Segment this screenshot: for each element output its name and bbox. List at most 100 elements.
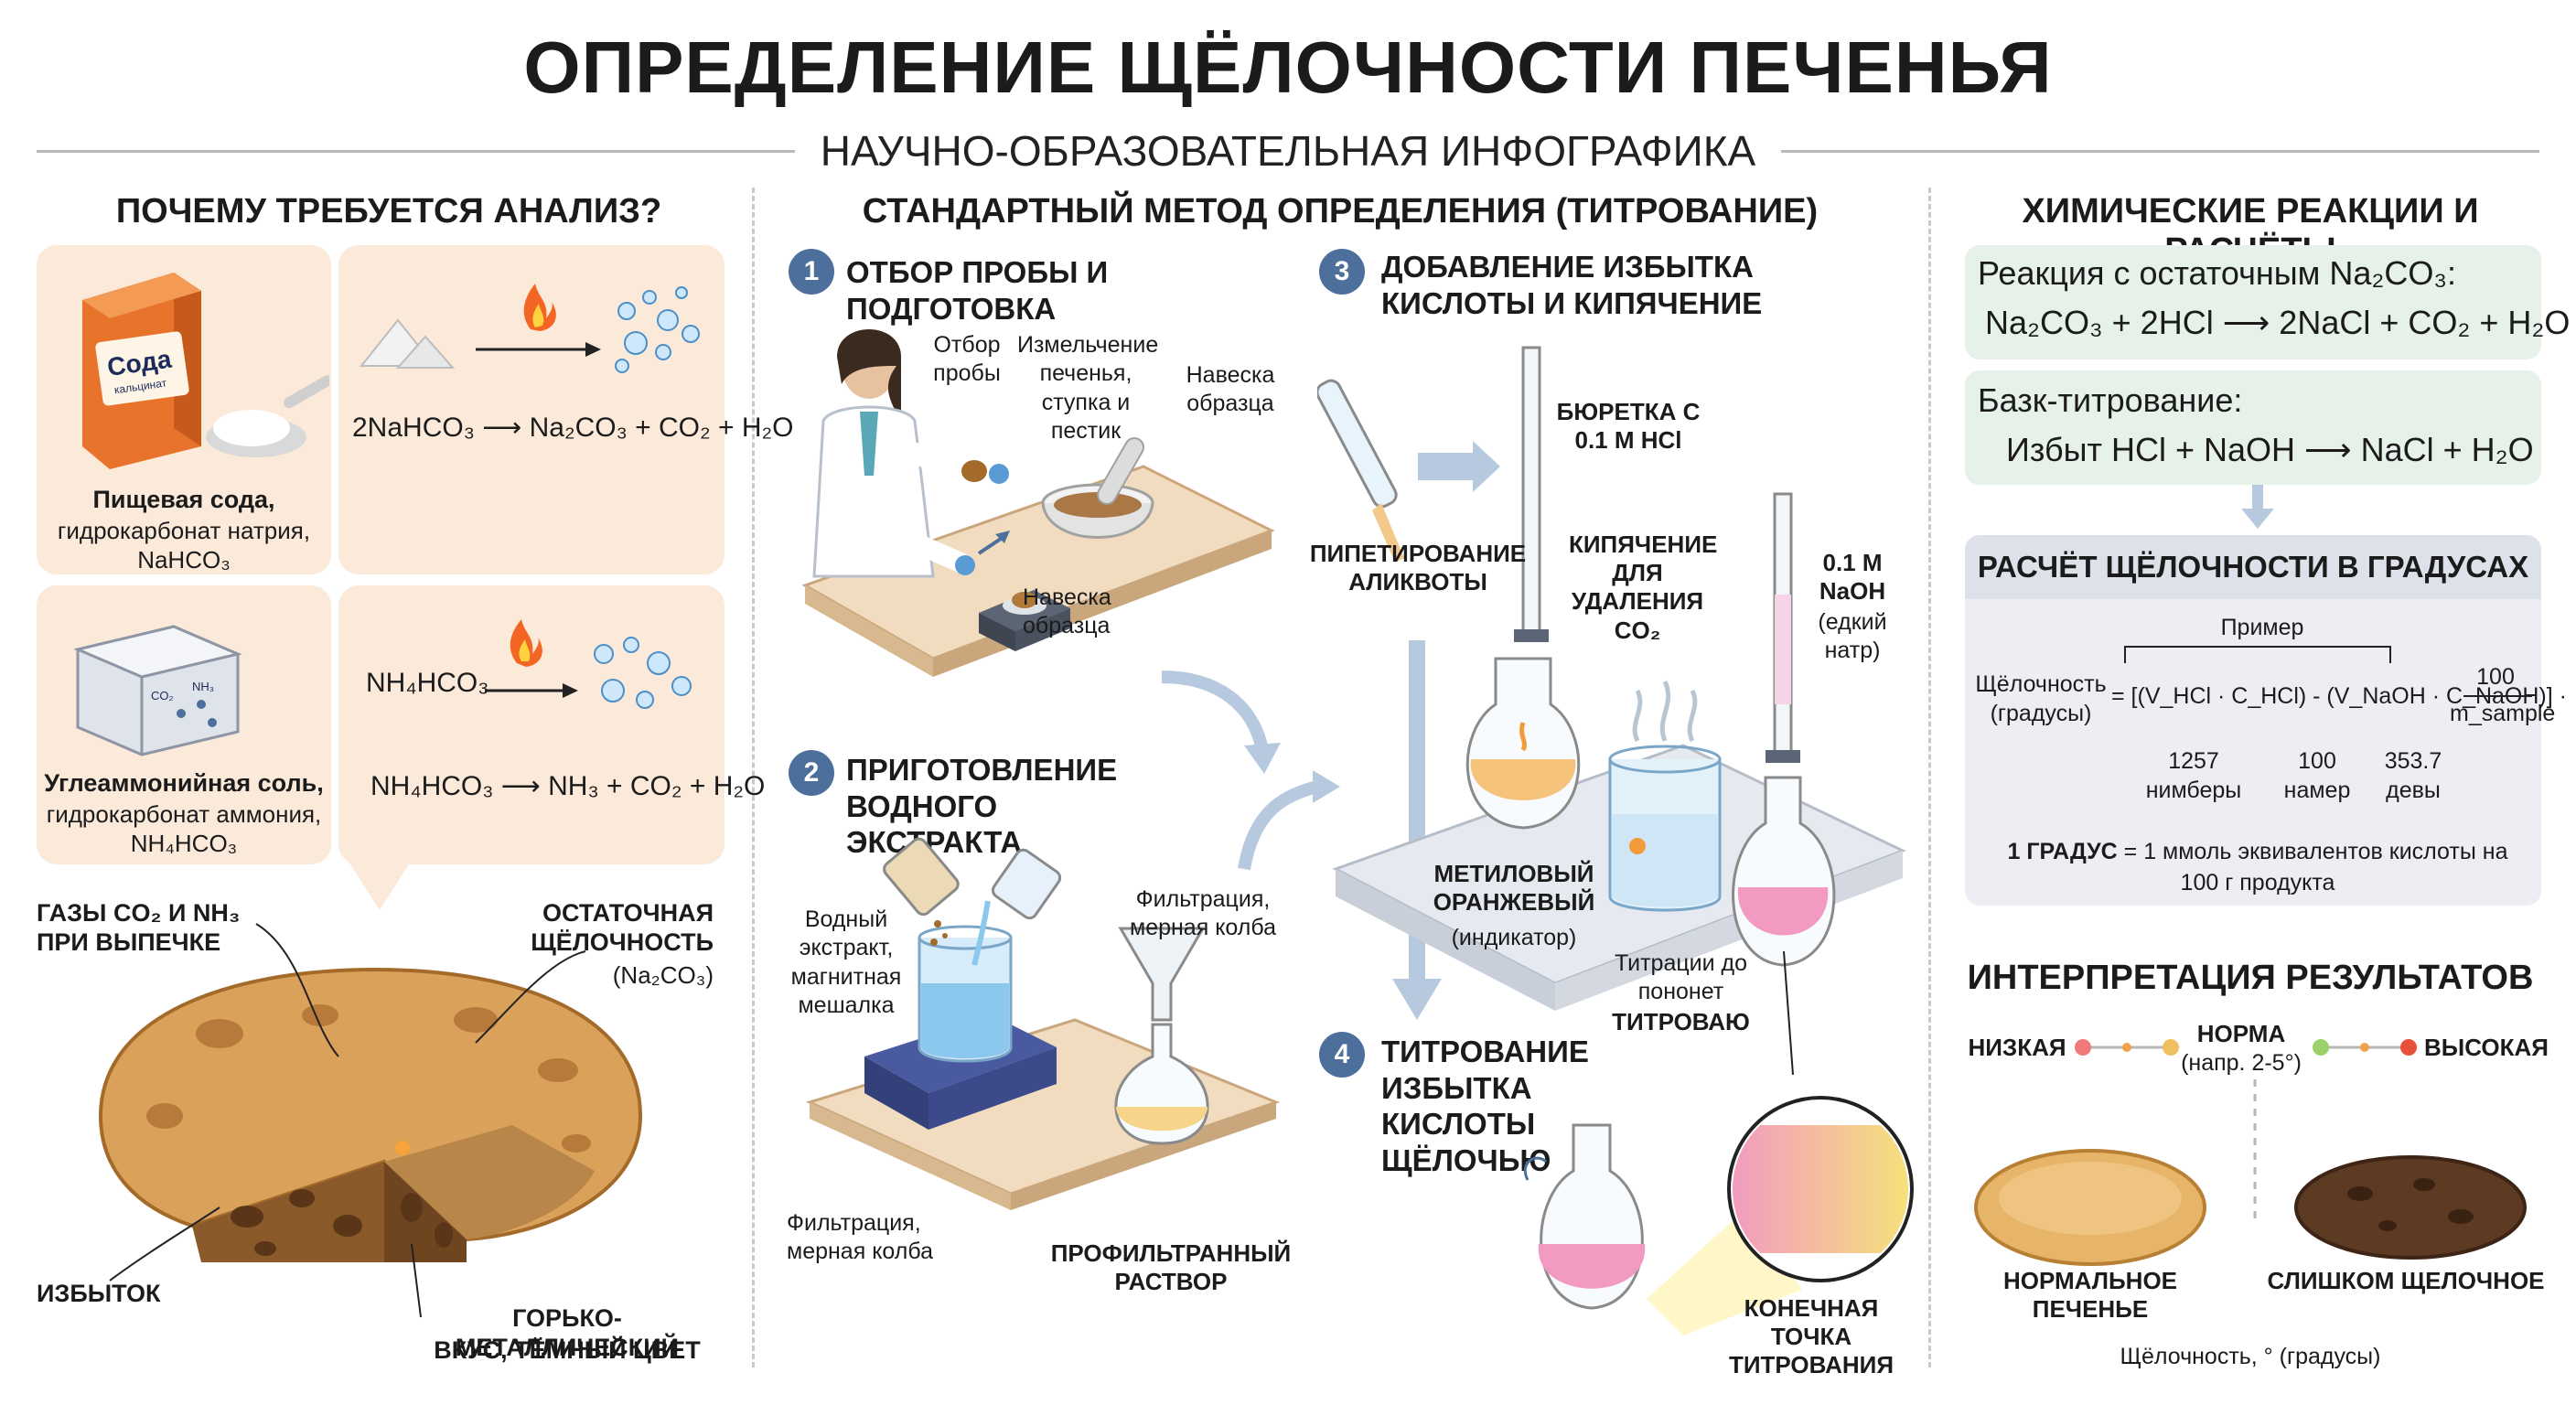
scale-high: ВЫСОКАЯ: [2424, 1034, 2549, 1061]
soda-caption-title: Пищевая сода,: [92, 486, 275, 513]
taste-label-line2: ВКУС, ТЁМНЫЙ ЦВЕТ: [434, 1336, 701, 1364]
taste-label-line1: ГОРЬКО-МЕТАЛЛИЧЕСКИЙ: [455, 1304, 680, 1362]
column-divider-right: [1928, 188, 1931, 1367]
middle-heading: СТАНДАРТНЫЙ МЕТОД ОПРЕДЕЛЕНИЯ (ТИТРОВАНИ…: [862, 192, 1819, 231]
label-weighing-bottom: Навеска образца: [1023, 585, 1111, 639]
label-pipetting: ПИПЕТИРОВАНИЕ АЛИКВОТЫ: [1309, 540, 1527, 596]
calc-example3-label: девы: [2386, 778, 2441, 803]
flow-arrow-1-to-3: [1161, 670, 1281, 774]
subtitle-bar: НАУЧНО-ОБРАЗОВАТЕЛЬНАЯ ИНФОГРАФИКА: [37, 121, 2539, 176]
calc-example1-value: 1257: [2168, 748, 2219, 774]
label-titration-1: Титрации до пононет: [1614, 950, 1748, 1005]
normal-cookie-label: НОРМАЛЬНОЕ ПЕЧЕНЬЕ: [2002, 1267, 2178, 1324]
calc-note-bold: 1 ГРАДУС: [2007, 839, 2118, 864]
step4-title: ТИТРОВАНИЕ ИЗБЫТКА КИСЛОТЫ ЩЁЛОЧЬЮ: [1381, 1035, 1589, 1177]
label-endpoint: КОНЕЧНАЯ ТОЧКА ТИТРОВАНИЯ: [1728, 1294, 1894, 1379]
gases-label: ГАЗЫ CO₂ И NH₃ ПРИ ВЫПЕЧКЕ: [37, 899, 241, 957]
residual-alkalinity-formula: (Na₂CO₃): [612, 961, 714, 989]
ammonium-box-co2-label: CO₂: [151, 689, 174, 702]
calc-heading: РАСЧЁТ ЩЁЛОЧНОСТИ В ГРАДУСАХ: [1977, 550, 2529, 584]
scale-norm-to-high: [2313, 1039, 2417, 1056]
calculation-box: РАСЧЁТ ЩЁЛОЧНОСТИ В ГРАДУСАХ Пример Щёло…: [1965, 535, 2567, 906]
label-indicator-sub: (индикатор): [1451, 925, 1577, 950]
calc-denominator: m_sample: [2450, 701, 2556, 726]
reaction2-equation: Избыт HCl + NaOH ⟶ NaCl + H₂O: [2006, 431, 2534, 468]
ammonium-caption-line1: гидрокарбонат аммония,: [46, 800, 322, 828]
step4-number: 4: [1319, 1032, 1365, 1078]
scale-low: НИЗКАЯ: [1968, 1034, 2066, 1061]
step3-number: 3: [1319, 249, 1365, 295]
excess-label: ИЗБЫТОК: [37, 1280, 161, 1307]
label-filtration-top: Фильтрация, мерная колба: [1130, 886, 1276, 941]
soda-decomposition-icon: [359, 284, 700, 373]
column-divider-left: [752, 188, 755, 1367]
calc-example3-value: 353.7: [2384, 748, 2442, 774]
label-titration-2: ТИТРОВАЮ: [1612, 1008, 1750, 1035]
calc-example2-label: намер: [2283, 778, 2351, 803]
alkaline-cookie-label: СЛИШКОМ ЩЕЛОЧНОЕ: [2267, 1267, 2545, 1294]
scale-norm: НОРМА: [2196, 1020, 2286, 1047]
calc-example-label: Пример: [2220, 615, 2304, 640]
label-extract: Водный экстракт, магнитная мешалка: [790, 906, 902, 1018]
step1-lab-illustration: [801, 329, 1275, 677]
reaction1-title: Реакция с остаточным Na₂CO₃:: [1978, 254, 2457, 292]
calc-lhs-line1: Щёлочность: [1975, 671, 2107, 697]
interpretation-heading: ИНТЕРПРЕТАЦИЯ РЕЗУЛЬТАТОВ: [1967, 959, 2534, 997]
reaction1-equation: Na₂CO₃ + 2HCl ⟶ 2NaCl + CO₂ + H₂O: [1985, 304, 2571, 341]
calc-numerator: 100: [2476, 664, 2515, 690]
ammonium-reactant: NH₄HCO₃: [366, 668, 489, 698]
page-title: ОПРЕДЕЛЕНИЕ ЩЁЛОЧНОСТИ ПЕЧЕНЬЯ: [523, 27, 2053, 108]
fraction-bar: [2463, 695, 2532, 697]
ammonium-reaction-panel: [338, 585, 724, 864]
step3-title: ДОБАВЛЕНИЕ ИЗБЫТКА КИСЛОТЫ И КИПЯЧЕНИЕ: [1381, 250, 1763, 320]
step3-lab-illustration: [1317, 346, 1906, 1076]
page-subtitle: НАУЧНО-ОБРАЗОВАТЕЛЬНАЯ ИНФОГРАФИКА: [794, 127, 1782, 175]
scale-center-dashes: [2253, 1079, 2257, 1226]
reaction2-title: Базк-титрование:: [1978, 381, 2243, 419]
ammonium-decomposition-icon: [485, 619, 692, 709]
label-boiling: КИПЯЧЕНИЕ ДЛЯ УДАЛЕНИЯ CO₂: [1569, 531, 1718, 644]
flow-arrow-2-to-3: [1238, 770, 1340, 871]
calc-note-text: = 1 ммоль эквивалентов кислоты на 100 г …: [2123, 839, 2508, 896]
calc-example1-label: нимберы: [2145, 778, 2242, 803]
scale-axis-caption: Щёлочность, ° (градусы): [2120, 1344, 2381, 1369]
left-heading: ПОЧЕМУ ТРЕБУЕТСЯ АНАЛИЗ?: [115, 192, 662, 231]
alkaline-cookie-icon: [2294, 1155, 2527, 1260]
ammonium-caption-title: Углеаммонийная соль,: [44, 769, 324, 797]
scale-norm-sub: (напр. 2-5°): [2181, 1050, 2302, 1076]
label-naoh: 0.1 M NaOH: [1819, 549, 1886, 606]
label-grinding: Измельчение печенья, ступка и пестик: [1017, 332, 1159, 444]
soda-caption-line2: NaHCO₃: [137, 546, 231, 574]
calc-example2-value: 100: [2298, 748, 2336, 774]
ammonium-caption-line2: NH₄HCO₃: [130, 830, 238, 857]
soda-reaction: 2NaHCO₃ ⟶ Na₂CO₃ + CO₂ + H₂O: [352, 413, 794, 443]
step2-number: 2: [789, 750, 834, 796]
label-indicator: МЕТИЛОВЫЙ ОРАНЖЕВЫЙ: [1433, 860, 1595, 917]
label-filtrate: ПРОФИЛЬТРАННЫЙ РАСТВОР: [1050, 1239, 1292, 1296]
label-filtration-bottom: Фильтрация, мерная колба: [787, 1210, 933, 1265]
arrow-down-icon: [2241, 485, 2274, 529]
ammonium-reaction: NH₄HCO₃ ⟶ NH₃ + CO₂ + H₂O: [370, 771, 766, 801]
cookie-leader-lines: [109, 923, 586, 1318]
step4-endpoint-illustration: [1524, 1096, 1914, 1335]
callout-pointer: [348, 860, 412, 910]
step1-title: ОТБОР ПРОБЫ И ПОДГОТОВКА: [846, 255, 1109, 326]
label-naoh-sub: (едкий натр): [1818, 609, 1887, 664]
step1-number: 1: [789, 249, 834, 295]
example-bracket: [2124, 646, 2391, 663]
label-sampling: Отбор пробы: [933, 332, 1001, 387]
calc-note: 1 ГРАДУС = 1 ммоль эквивалентов кислоты …: [2002, 837, 2514, 899]
ammonium-salt-box-icon: CO₂ NH₃: [73, 625, 242, 756]
scale-low-to-norm: [2075, 1039, 2179, 1056]
label-weighing-top: Навеска образца: [1186, 362, 1275, 417]
residual-alkalinity-label: ОСТАТОЧНАЯ ЩЁЛОЧНОСТЬ: [531, 899, 714, 957]
cookie-cross-section-illustration: [98, 967, 643, 1262]
normal-cookie-icon: [1974, 1149, 2206, 1266]
label-burette: БЮРЕТКА С 0.1 М HCl: [1556, 398, 1701, 455]
reaction2-box: Базк-титрование: Избыт HCl + NaOH ⟶ NaCl…: [1965, 370, 2541, 485]
calc-lhs-line2: (градусы): [1990, 701, 2092, 726]
soda-caption-line1: гидрокарбонат натрия,: [57, 517, 311, 544]
step2-lab-illustration: [805, 837, 1281, 1210]
baking-soda-box-icon: Сода кальцинат: [82, 273, 329, 469]
ammonium-box-nh3-label: NH₃: [192, 680, 214, 693]
